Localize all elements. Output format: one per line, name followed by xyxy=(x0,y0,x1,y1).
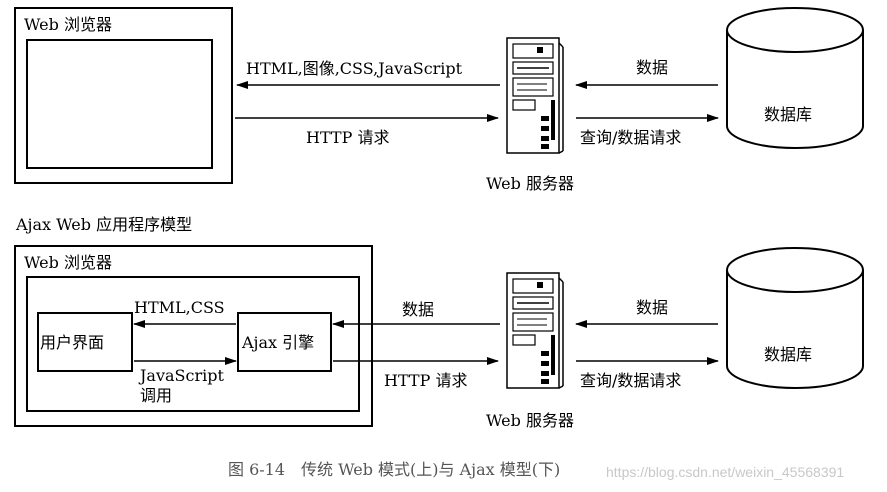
bottom-server-icon xyxy=(506,272,564,389)
top-server-to-db-label: 查询/数据请求 xyxy=(580,128,681,147)
top-database-icon xyxy=(726,7,864,149)
top-request-label: HTTP 请求 xyxy=(306,128,389,147)
watermark: https://blog.csdn.net/weixin_45568391 xyxy=(606,464,844,480)
engine-box xyxy=(237,312,332,372)
top-server-icon xyxy=(506,37,564,154)
bottom-database-icon xyxy=(726,247,864,389)
bottom-server-label: Web 服务器 xyxy=(486,411,574,430)
bottom-server-to-db-label: 查询/数据请求 xyxy=(580,371,681,390)
ui-label: 用户界面 xyxy=(40,333,104,352)
top-browser-viewport xyxy=(26,39,213,169)
bottom-browser-viewport xyxy=(26,276,360,412)
traditional-model: Web 浏览器 HTML,图像,CSS,JavaScript HTTP 请求 W… xyxy=(14,7,864,193)
engine-to-ui-label: HTML,CSS xyxy=(134,298,225,317)
figure-caption: 图 6-14 传统 Web 模式(上)与 Ajax 模型(下) xyxy=(228,460,560,479)
top-response-label: HTML,图像,CSS,JavaScript xyxy=(246,59,463,78)
server-to-engine-label: 数据 xyxy=(402,300,434,319)
ajax-model: Ajax Web 应用程序模型 Web 浏览器 用户界面 Ajax 引擎 HTM… xyxy=(14,215,864,430)
bottom-browser-frame xyxy=(14,245,373,427)
top-db-to-server-label: 数据 xyxy=(636,58,668,77)
bottom-browser-title: Web 浏览器 xyxy=(24,253,112,272)
engine-label: Ajax 引擎 xyxy=(241,333,314,352)
bottom-database-label: 数据库 xyxy=(764,345,812,364)
engine-request-label: HTTP 请求 xyxy=(384,371,467,390)
bottom-db-to-server-label: 数据 xyxy=(636,298,668,317)
top-server-label: Web 服务器 xyxy=(486,174,574,193)
ajax-model-title: Ajax Web 应用程序模型 xyxy=(15,215,192,234)
ui-box xyxy=(37,312,133,372)
top-database-label: 数据库 xyxy=(764,105,812,124)
ui-to-engine-label-1: JavaScript xyxy=(138,366,224,385)
ui-to-engine-label-2: 调用 xyxy=(140,386,172,405)
top-browser-title: Web 浏览器 xyxy=(24,15,112,34)
top-browser-frame xyxy=(14,7,233,184)
